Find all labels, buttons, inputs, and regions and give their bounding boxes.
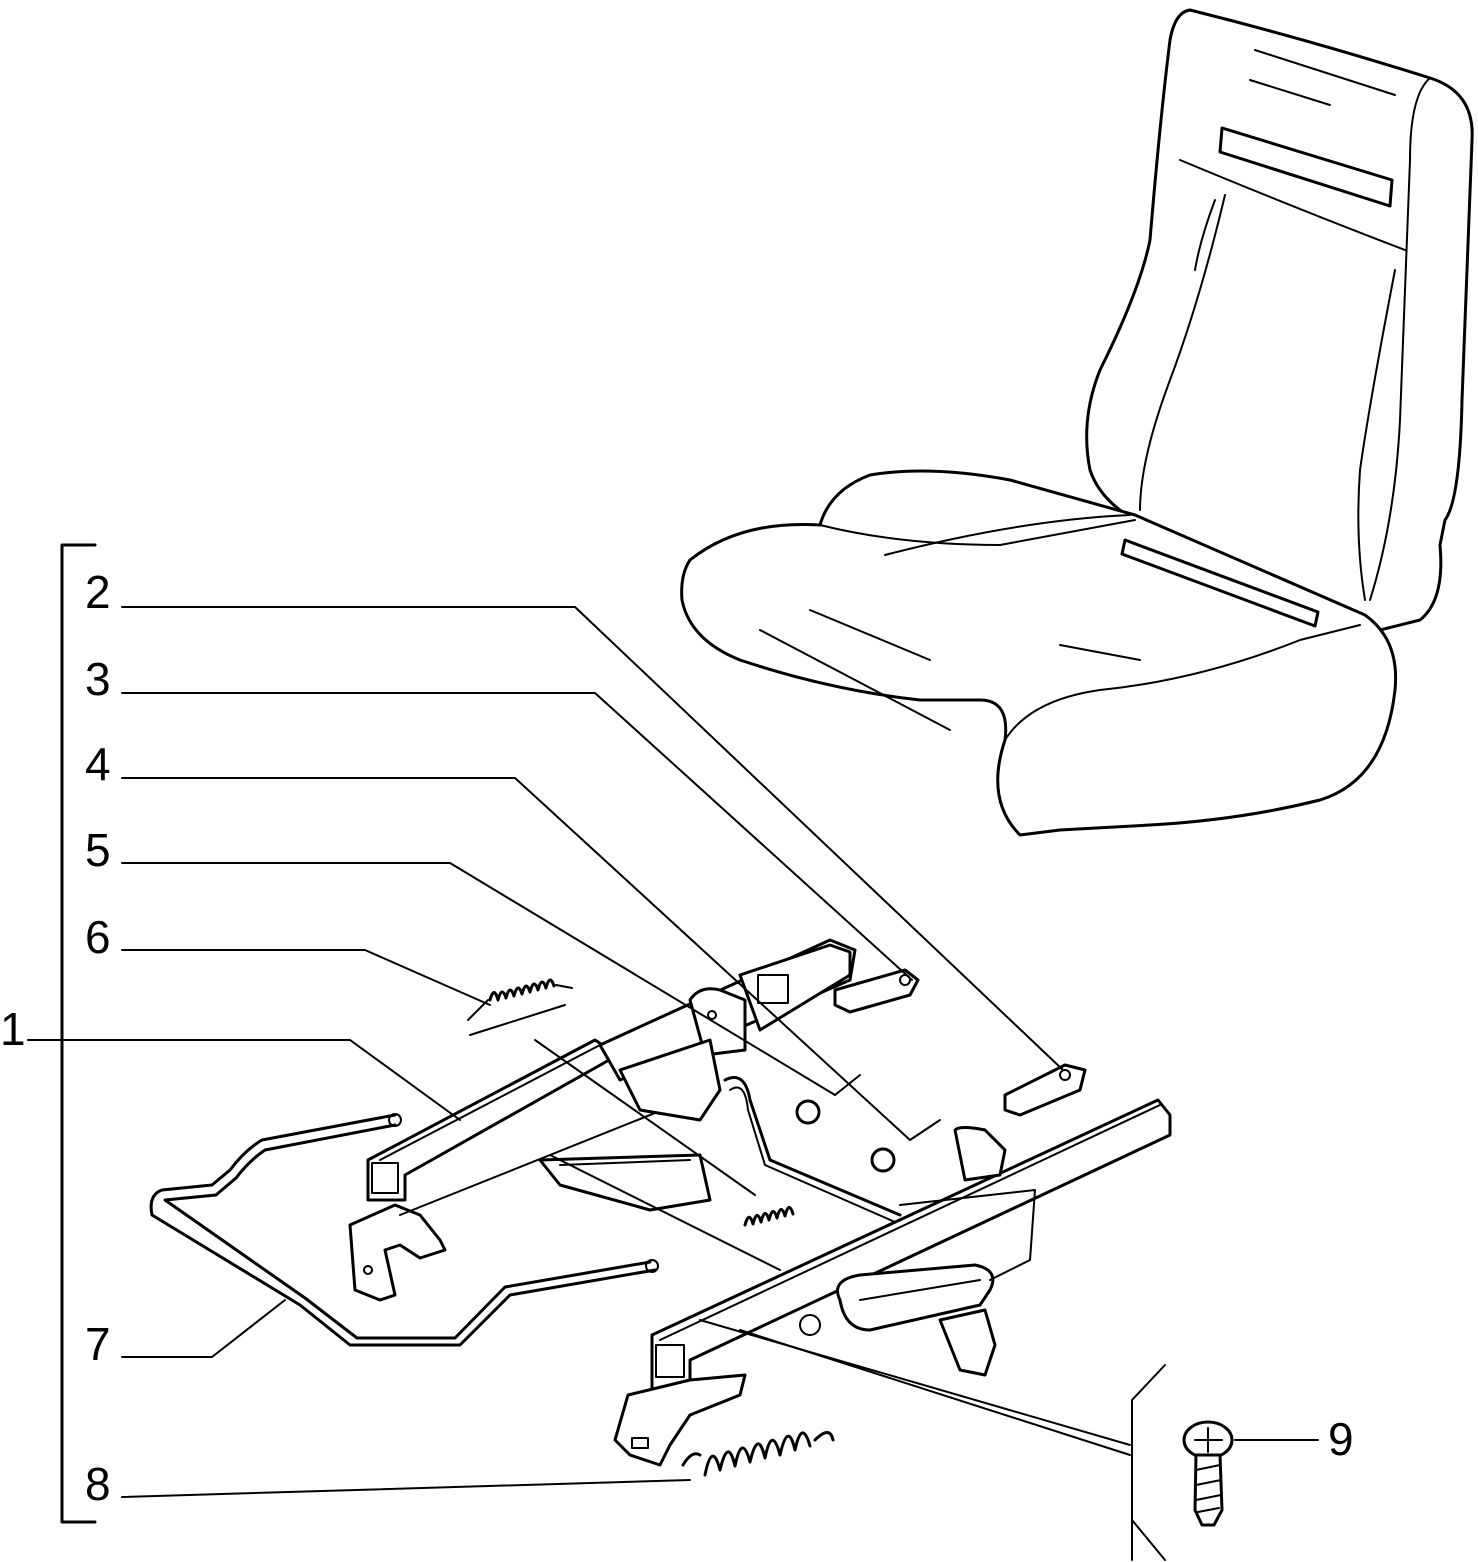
rod-part-7: [149, 1113, 659, 1347]
callout-1: 1: [0, 1003, 26, 1055]
callout-6: 6: [85, 911, 111, 963]
spring-part-8: [681, 1431, 835, 1477]
connecting-tube: [723, 1076, 902, 1217]
callout-3: 3: [85, 653, 111, 705]
callout-9: 9: [1328, 1413, 1354, 1465]
screw-part-9: [1182, 1420, 1234, 1527]
right-seat-rail: [613, 1098, 1172, 1467]
group-bracket: [60, 543, 97, 1524]
recliner-mechanism: [538, 938, 857, 1271]
seat-cushion-panel: [1120, 538, 1320, 628]
seat-cushion: [680, 469, 1398, 837]
callout-7: 7: [85, 1318, 111, 1370]
callout-8: 8: [85, 1458, 111, 1510]
callout-2: 2: [85, 566, 111, 618]
spring-center: [743, 1206, 795, 1227]
washer-part-5: [795, 1074, 861, 1125]
seat-backrest-panel: [1218, 126, 1394, 208]
washer-part-4: [870, 1119, 941, 1173]
lever-part-2: [1003, 1063, 1087, 1117]
seat-illustration: [680, 8, 1474, 837]
leader-lines: [27, 606, 1319, 1498]
lever-part-3: [833, 968, 920, 1014]
screw-bracket: [1131, 1364, 1166, 1561]
callout-4: 4: [85, 738, 111, 790]
spring-part-6: [467, 978, 573, 1036]
callout-5: 5: [85, 824, 111, 876]
